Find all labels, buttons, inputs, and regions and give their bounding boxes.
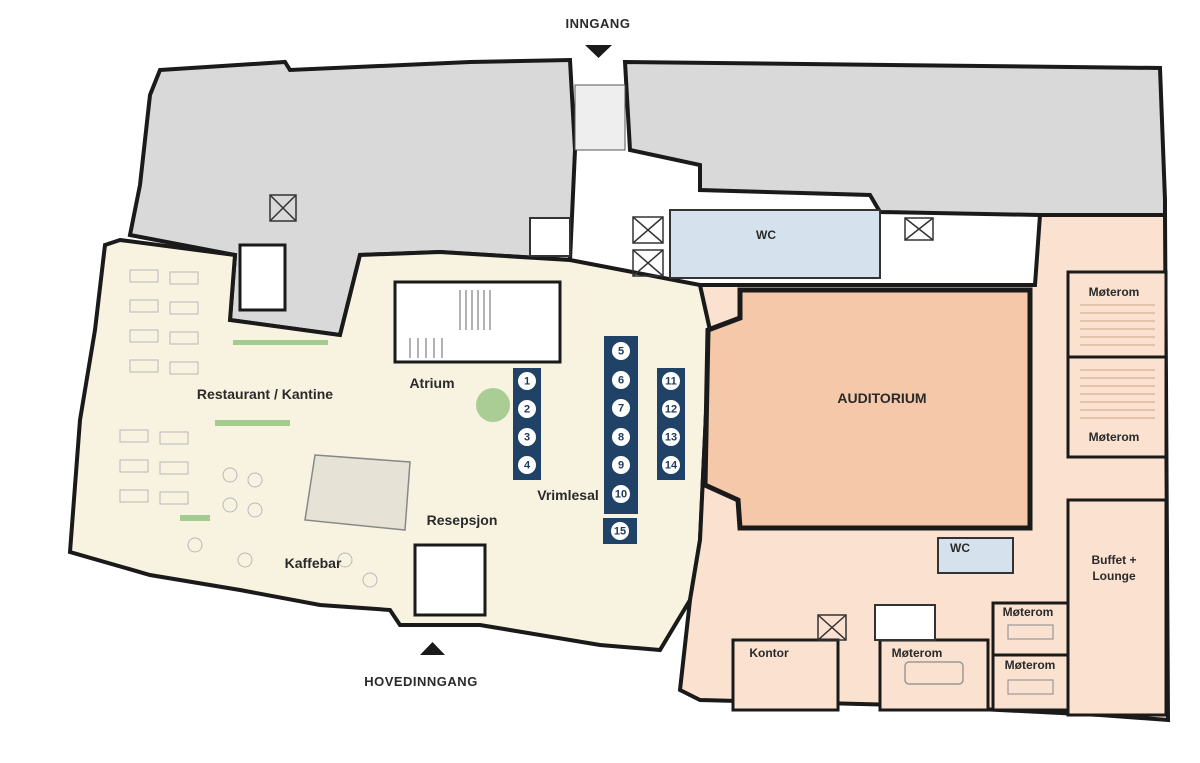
wc-area-top: [669, 209, 881, 279]
stair-core-bottom: [874, 604, 936, 641]
hovedinngang-label: HOVEDINNGANG: [364, 674, 478, 689]
stand-number-2: 2: [524, 404, 530, 416]
atrium-stairs: [409, 290, 491, 358]
stand-number-3: 3: [524, 432, 530, 444]
kontor-room: [731, 638, 840, 712]
kontor-label: Kontor: [749, 646, 789, 660]
wc-top-label: WC: [756, 228, 776, 242]
main-entrance-vestibule: [413, 543, 487, 617]
stand-number-12: 12: [665, 404, 677, 416]
stand-marker-13[interactable]: [661, 427, 681, 447]
atrium-label: Atrium: [409, 375, 454, 391]
stand-marker-14[interactable]: [661, 455, 681, 475]
entrance-corridor: [574, 84, 626, 151]
stand-marker-3[interactable]: [517, 427, 537, 447]
wc-area-bottom: [937, 537, 1014, 574]
stand-marker-6[interactable]: [611, 370, 631, 390]
stand-number-6: 6: [618, 375, 624, 387]
auditorium-label: AUDITORIUM: [837, 390, 926, 406]
stand-number-11: 11: [665, 376, 677, 388]
stand-number-9: 9: [618, 460, 624, 472]
stand-marker-2[interactable]: [517, 399, 537, 419]
greenery: [180, 340, 328, 521]
reception-desk: [304, 454, 411, 531]
stand-marker-15[interactable]: [610, 521, 630, 541]
vrimlesal-label: Vrimlesal: [537, 487, 599, 503]
restaurant-tables: [119, 269, 378, 588]
inngang-arrow-icon: [585, 45, 612, 58]
stand-marker-7[interactable]: [611, 398, 631, 418]
meeting-table-bottom: [904, 661, 964, 685]
stair-core-top: [529, 217, 571, 257]
stand-number-14: 14: [665, 460, 678, 472]
buffet-label-line2: Lounge: [1092, 569, 1136, 583]
stand-marker-8[interactable]: [611, 427, 631, 447]
stand-number-4: 4: [524, 460, 531, 472]
kaffebar-label: Kaffebar: [285, 555, 342, 571]
meeting-table-r2: [1007, 679, 1054, 695]
stand-number-13: 13: [665, 432, 677, 444]
stand-number-7: 7: [618, 403, 624, 415]
stand-marker-5[interactable]: [611, 341, 631, 361]
stand-number-15: 15: [614, 526, 626, 538]
stand-number-10: 10: [615, 489, 627, 501]
moterom-bottom-r2-room: [991, 653, 1070, 712]
stand-marker-11[interactable]: [661, 371, 681, 391]
stand-number-8: 8: [618, 432, 624, 444]
stair-core-left: [238, 243, 287, 312]
buffet-lounge-room: [1066, 498, 1168, 717]
meeting-table-r1: [1007, 624, 1054, 640]
service-area-top-right: [622, 59, 1167, 217]
stand-number-1: 1: [524, 376, 530, 388]
moterom-bottom-r2-label: Møterom: [1005, 658, 1056, 672]
atrium-tree: [476, 388, 510, 422]
stand-marker-10[interactable]: [611, 484, 631, 504]
elevators: [269, 194, 934, 641]
stand-marker-9[interactable]: [611, 455, 631, 475]
hovedinngang-arrow-icon: [420, 642, 445, 655]
chair-rows-right: [1080, 304, 1155, 419]
stand-number-5: 5: [618, 346, 624, 358]
moterom-bottom-left-room: [878, 638, 990, 712]
buffet-label-line1: Buffet +: [1092, 553, 1137, 567]
restaurant-label: Restaurant / Kantine: [197, 386, 333, 402]
inngang-label: INNGANG: [566, 16, 631, 31]
resepsjon-label: Resepsjon: [427, 512, 498, 528]
stand-marker-12[interactable]: [661, 399, 681, 419]
stand-marker-4[interactable]: [517, 455, 537, 475]
moterom-right-mid-room: [1066, 355, 1168, 459]
auditorium-room: [702, 287, 1033, 531]
stand-marker-1[interactable]: [517, 371, 537, 391]
moterom-bottom-left-label: Møterom: [892, 646, 943, 660]
wc-bottom-label: WC: [950, 541, 970, 555]
moterom-bottom-r1-label: Møterom: [1003, 605, 1054, 619]
moterom-right-top-label: Møterom: [1089, 285, 1140, 299]
moterom-right-mid-label: Møterom: [1089, 430, 1140, 444]
